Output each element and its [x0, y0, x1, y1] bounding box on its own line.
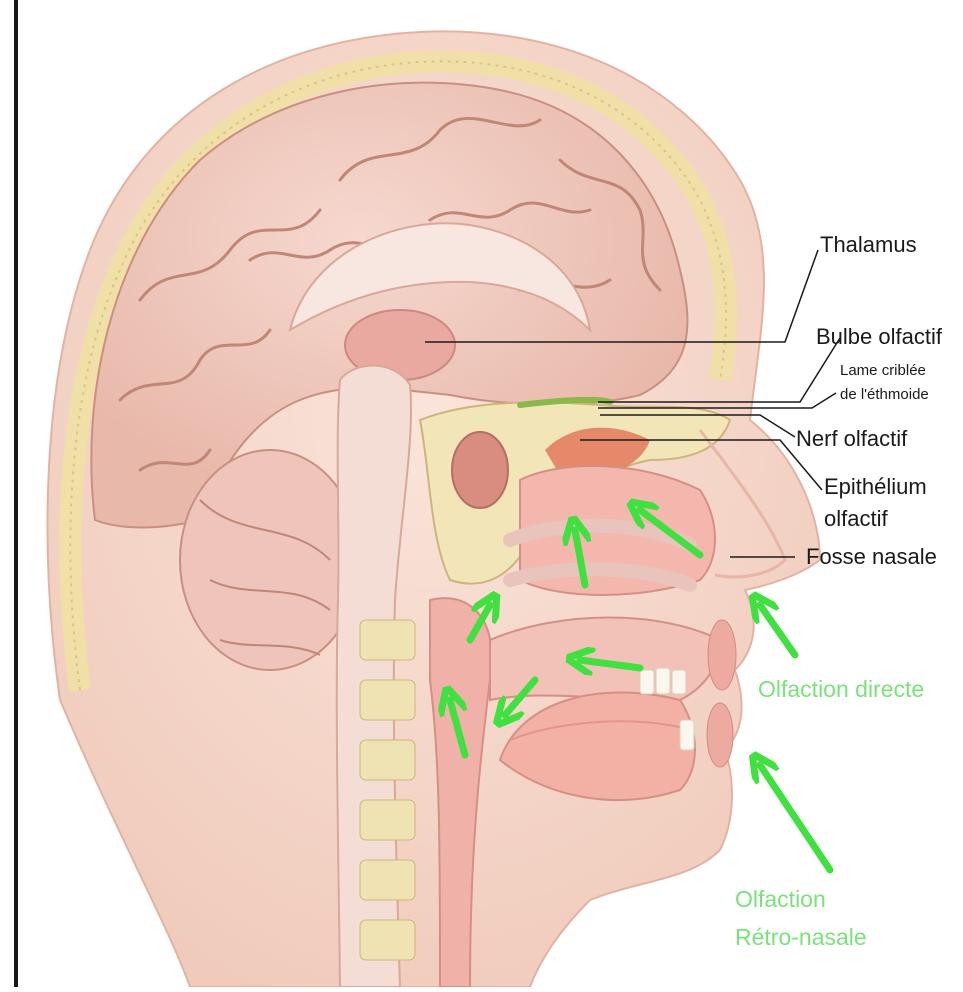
sphenoid-sinus — [452, 432, 508, 508]
label-bulbe-olfactif: Bulbe olfactif — [816, 324, 942, 350]
label-ethmoide: de l'éthmoide — [840, 386, 929, 403]
label-thalamus: Thalamus — [820, 232, 917, 258]
left-border — [14, 0, 18, 987]
label-fosse-nasale: Fosse nasale — [806, 544, 937, 570]
label-epithelium-olfactif: olfactif — [824, 506, 888, 532]
label-retro-nasale: Rétro-nasale — [735, 924, 867, 951]
label-olfaction-directe: Olfaction directe — [758, 676, 924, 703]
arrow-direct — [760, 605, 795, 655]
cerebellum — [180, 450, 360, 670]
nasal-cavity — [510, 466, 715, 595]
label-lame-criblee: Lame criblée — [840, 362, 926, 379]
label-olfaction: Olfaction — [735, 886, 826, 913]
label-nerf-olfactif: Nerf olfactif — [796, 426, 907, 452]
arrow-retro — [760, 765, 830, 870]
label-epithelium: Epithélium — [824, 474, 927, 500]
